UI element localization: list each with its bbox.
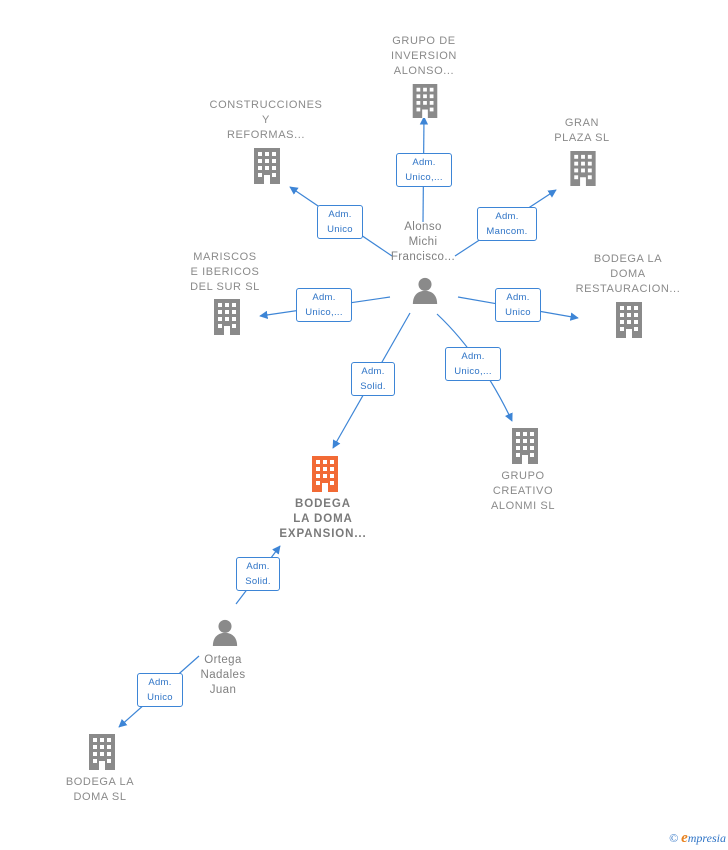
node-label-bodega-doma[interactable]: BODEGA LA DOMA SL [65,776,135,803]
role-badge-bodega-doma: Adm.Unico [137,673,183,707]
node-label-bodega-expansion[interactable]: BODEGA LA DOMA EXPANSION... [279,498,367,540]
role-badge-mariscos: Adm.Unico,... [296,288,352,322]
copyright-icon: © [668,831,679,845]
building-icon [312,456,338,492]
role-badge-bodega-restauracion: Adm.Unico [495,288,541,322]
building-icon [254,148,280,184]
node-label-bodega-restauracion[interactable]: BODEGA LA DOMA RESTAURACION... [575,253,681,295]
node-label-grupo-inversion[interactable]: GRUPO DE INVERSION ALONSO... [391,35,457,77]
role-badge-construcciones: Adm.Unico [317,205,363,239]
person-icon [412,277,438,304]
node-label-construcciones[interactable]: CONSTRUCCIONES Y REFORMAS... [209,99,323,141]
role-badge-grupo-creativo: Adm.Unico,... [445,347,501,381]
empresia-logo[interactable]: © empresia [668,830,726,846]
role-badge-bodega-expansion-alonso: Adm.Solid. [351,362,395,396]
building-icon [512,428,538,464]
role-badge-gran-plaza: Adm.Mancom. [477,207,537,241]
building-icon [214,299,240,335]
node-label-gran-plaza[interactable]: GRAN PLAZA SL [554,117,610,144]
building-icon [616,302,642,338]
role-badge-grupo-inversion: Adm.Unico,... [396,153,452,187]
person-icon [212,619,238,646]
node-label-grupo-creativo[interactable]: GRUPO CREATIVO ALONMI SL [490,470,556,512]
role-badge-bodega-expansion-ortega: Adm.Solid. [236,557,280,591]
building-icon [570,151,596,186]
node-label-mariscos[interactable]: MARISCOS E IBERICOS DEL SUR SL [190,251,260,293]
node-label-alonso[interactable]: Alonso Michi Francisco... [390,221,456,263]
building-icon [412,84,438,118]
node-label-ortega[interactable]: Ortega Nadales Juan [200,654,246,696]
building-icon [89,734,115,770]
